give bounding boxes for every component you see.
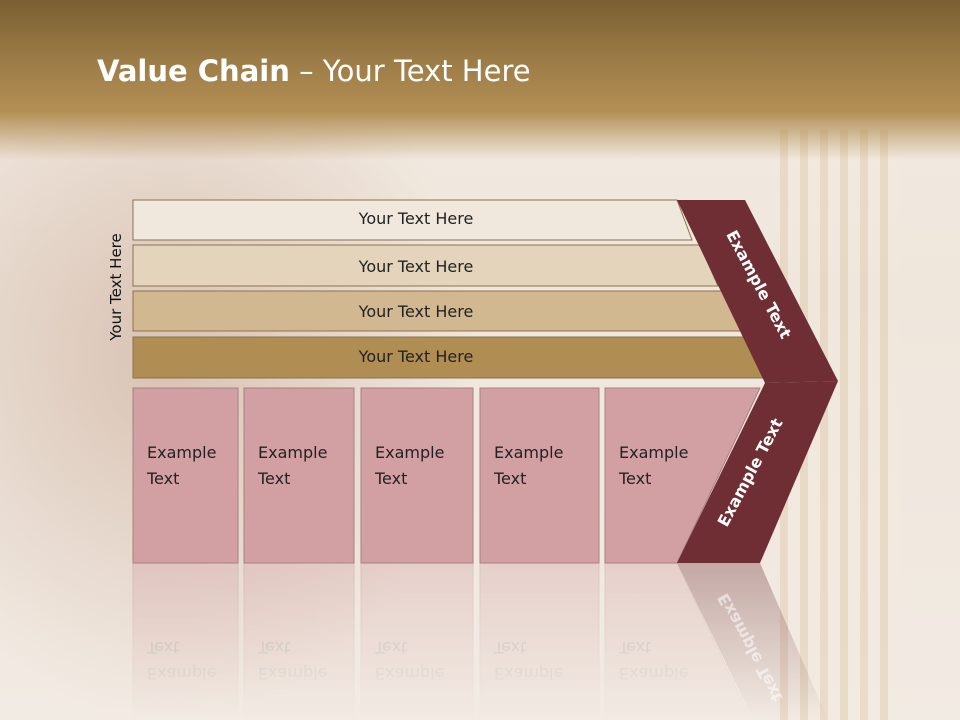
column-4-line1: Example — [494, 443, 563, 462]
reflection-column-4-line1: Example — [494, 664, 563, 683]
column-1 — [132, 387, 239, 564]
band-4-label: Your Text Here — [358, 347, 474, 366]
reflection-column-4 — [479, 562, 600, 720]
reflection-column-3 — [360, 562, 474, 720]
chevron-lower-segment — [677, 381, 838, 563]
column-2 — [243, 387, 355, 564]
band-2-label: Your Text Here — [358, 257, 474, 276]
band-3-label: Your Text Here — [358, 302, 474, 321]
column-2-line2: Text — [257, 469, 290, 488]
column-1-line2: Text — [146, 469, 179, 488]
band-1-label: Your Text Here — [358, 209, 474, 228]
column-1-line1: Example — [147, 443, 216, 462]
slide-title: Value Chain – Your Text Here — [97, 54, 531, 88]
reflection-column-2-line1: Example — [258, 664, 327, 683]
column-5-line1: Example — [619, 443, 688, 462]
reflection-column-1-line1: Example — [147, 664, 216, 683]
column-3-line2: Text — [374, 469, 407, 488]
title-bar — [0, 0, 960, 160]
band-2 — [132, 244, 719, 287]
column-3 — [360, 387, 474, 564]
reflection-column-5-line2: Text — [618, 638, 651, 657]
column-2-line1: Example — [258, 443, 327, 462]
slide-title-rest: – Your Text Here — [289, 54, 531, 88]
column-5-line2: Text — [618, 469, 651, 488]
reflection-column-2-line2: Text — [257, 638, 290, 657]
reflection-column-3-line2: Text — [374, 638, 407, 657]
reflection-column-1-line2: Text — [146, 638, 179, 657]
reflection-column-3-line1: Example — [375, 664, 444, 683]
chevron-upper-segment — [677, 200, 838, 383]
column-3-line1: Example — [375, 443, 444, 462]
reflection-lower-chevron — [677, 563, 829, 720]
column-4-line2: Text — [493, 469, 526, 488]
reflection-column-1 — [132, 562, 239, 720]
reflection-column-4-line2: Text — [493, 638, 526, 657]
band-1 — [132, 199, 693, 241]
slide-title-bold: Value Chain — [97, 54, 290, 88]
column-4 — [479, 387, 600, 564]
reflection-column-5-line1: Example — [619, 664, 688, 683]
